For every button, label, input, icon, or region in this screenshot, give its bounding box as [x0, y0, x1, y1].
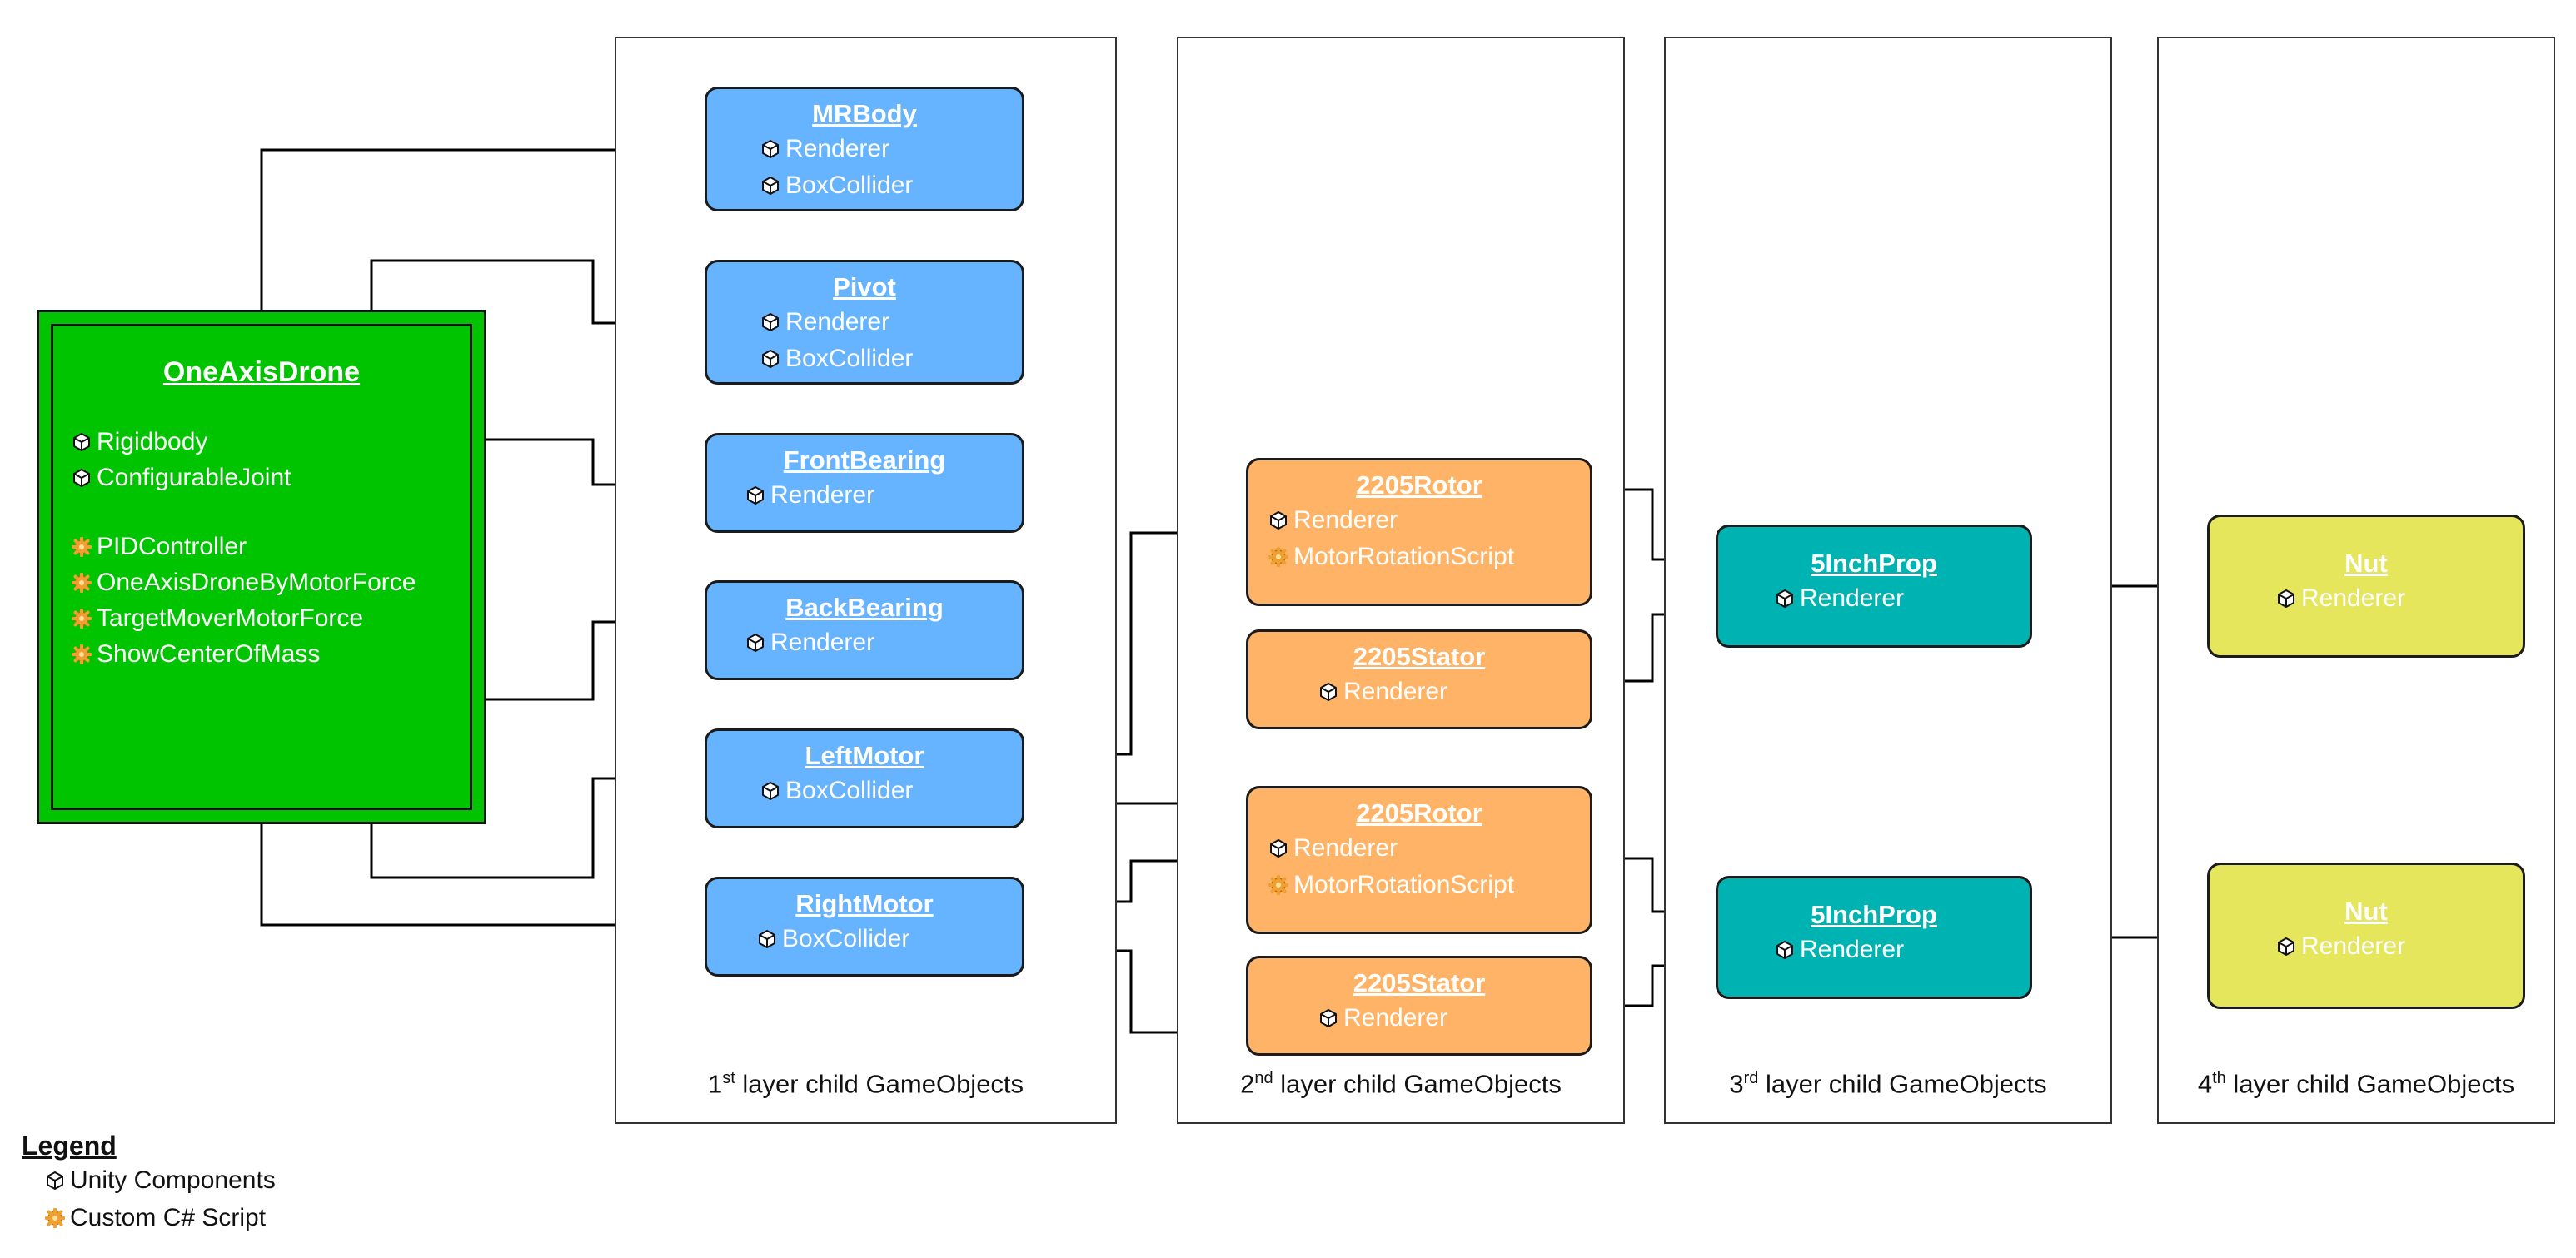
script-row: MotorRotationScript — [1248, 539, 1590, 575]
node-2205rotor-left[interactable]: 2205Rotor Renderer MotorRotationScript — [1246, 458, 1592, 606]
arrow-root-to-rightmotor — [260, 824, 705, 936]
component-row: Renderer — [707, 624, 1022, 661]
unity-cube-icon — [1318, 682, 1338, 702]
layer3-caption: 3rd layer child GameObjects — [1729, 1068, 2047, 1098]
node-2205stator-left[interactable]: 2205Stator Renderer — [1246, 629, 1592, 729]
node-5inchprop-bottom[interactable]: 5InchProp Renderer — [1716, 876, 2032, 999]
component-row: BoxCollider — [707, 167, 1022, 204]
arrow-root-to-mrbody — [260, 139, 705, 310]
component-row: Renderer — [1248, 502, 1590, 539]
component-row: Renderer — [1248, 1000, 1590, 1037]
script-gear-icon — [45, 1208, 65, 1228]
component-row: Renderer — [2210, 928, 2523, 965]
unity-cube-icon — [760, 139, 780, 159]
script-row: OneAxisDroneByMotorForce — [53, 564, 470, 600]
node-mrbody[interactable]: MRBody Renderer BoxCollider — [705, 87, 1024, 211]
script-gear-icon — [1268, 547, 1288, 567]
unity-cube-icon — [1268, 838, 1288, 858]
unity-cube-icon — [760, 176, 780, 196]
node-title: 5InchProp — [1811, 900, 1937, 929]
script-gear-icon — [1268, 875, 1288, 895]
component-row: Renderer — [2210, 580, 2523, 617]
script-row: MotorRotationScript — [1248, 867, 1590, 903]
node-title: Nut — [2344, 549, 2388, 578]
unity-cube-icon — [2276, 937, 2296, 957]
script-row: ShowCenterOfMass — [53, 636, 470, 672]
unity-cube-icon — [760, 349, 780, 369]
script-row: TargetMoverMotorForce — [53, 600, 470, 636]
component-row: BoxCollider — [707, 341, 1022, 377]
legend-script-row: Custom C# Script — [22, 1199, 276, 1236]
root-title: OneAxisDrone — [162, 356, 361, 388]
node-title: Pivot — [833, 272, 896, 301]
legend: Legend Unity Components Custom C# Script — [22, 1131, 276, 1236]
script-gear-icon — [72, 537, 92, 557]
unity-cube-icon — [2276, 589, 2296, 609]
unity-cube-icon — [1268, 510, 1288, 530]
node-pivot[interactable]: Pivot Renderer BoxCollider — [705, 260, 1024, 385]
legend-unity-row: Unity Components — [22, 1161, 276, 1199]
component-row: BoxCollider — [707, 921, 1022, 957]
component-row: Renderer — [707, 304, 1022, 341]
node-leftmotor[interactable]: LeftMotor BoxCollider — [705, 728, 1024, 828]
node-title: 2205Rotor — [1356, 798, 1482, 828]
node-title: LeftMotor — [805, 741, 924, 770]
script-gear-icon — [72, 573, 92, 593]
component-row: Renderer — [1718, 932, 2030, 968]
unity-cube-icon — [745, 485, 765, 505]
component-row: Renderer — [1718, 580, 2030, 617]
node-backbearing[interactable]: BackBearing Renderer — [705, 580, 1024, 680]
unity-cube-icon — [1318, 1008, 1338, 1028]
script-gear-icon — [72, 609, 92, 629]
node-2205rotor-right[interactable]: 2205Rotor Renderer MotorRotationScript — [1246, 786, 1592, 934]
node-title: BackBearing — [785, 593, 944, 622]
script-gear-icon — [72, 644, 92, 664]
node-title: 5InchProp — [1811, 549, 1937, 578]
component-row: Renderer — [1248, 674, 1590, 710]
node-title: MRBody — [812, 99, 917, 128]
node-title: 2205Stator — [1353, 642, 1486, 671]
component-row: Renderer — [1248, 830, 1590, 867]
unity-cube-icon — [760, 781, 780, 801]
component-row: Renderer — [707, 131, 1022, 167]
component-row: Rigidbody — [53, 424, 470, 460]
node-title: RightMotor — [795, 889, 934, 918]
layer4-caption: 4th layer child GameObjects — [2197, 1068, 2515, 1098]
layer1-caption: 1st layer child GameObjects — [707, 1068, 1024, 1098]
unity-cube-icon — [757, 929, 777, 949]
root-node-oneaxisdrone[interactable]: OneAxisDrone Rigidbody ConfigurableJoint… — [37, 310, 486, 824]
node-rightmotor[interactable]: RightMotor BoxCollider — [705, 877, 1024, 977]
node-5inchprop-top[interactable]: 5InchProp Renderer — [1716, 525, 2032, 648]
node-title: FrontBearing — [783, 445, 946, 475]
legend-title: Legend — [22, 1131, 117, 1161]
layer2-caption: 2nd layer child GameObjects — [1240, 1068, 1562, 1098]
unity-cube-icon — [45, 1171, 65, 1191]
node-nut-top[interactable]: Nut Renderer — [2207, 515, 2525, 658]
node-frontbearing[interactable]: FrontBearing Renderer — [705, 433, 1024, 533]
node-2205stator-right[interactable]: 2205Stator Renderer — [1246, 956, 1592, 1056]
component-row: BoxCollider — [707, 773, 1022, 809]
component-row: ConfigurableJoint — [53, 460, 470, 495]
unity-cube-icon — [1775, 940, 1795, 960]
node-title: 2205Stator — [1353, 968, 1486, 997]
unity-cube-icon — [72, 468, 92, 488]
unity-cube-icon — [1775, 589, 1795, 609]
unity-cube-icon — [72, 432, 92, 452]
script-row: PIDController — [53, 529, 470, 564]
component-row: Renderer — [707, 477, 1022, 514]
node-title: 2205Rotor — [1356, 470, 1482, 500]
root-node-inner: OneAxisDrone Rigidbody ConfigurableJoint… — [51, 324, 472, 810]
node-nut-bottom[interactable]: Nut Renderer — [2207, 863, 2525, 1009]
unity-cube-icon — [760, 312, 780, 332]
unity-cube-icon — [745, 633, 765, 653]
node-title: Nut — [2344, 897, 2388, 926]
